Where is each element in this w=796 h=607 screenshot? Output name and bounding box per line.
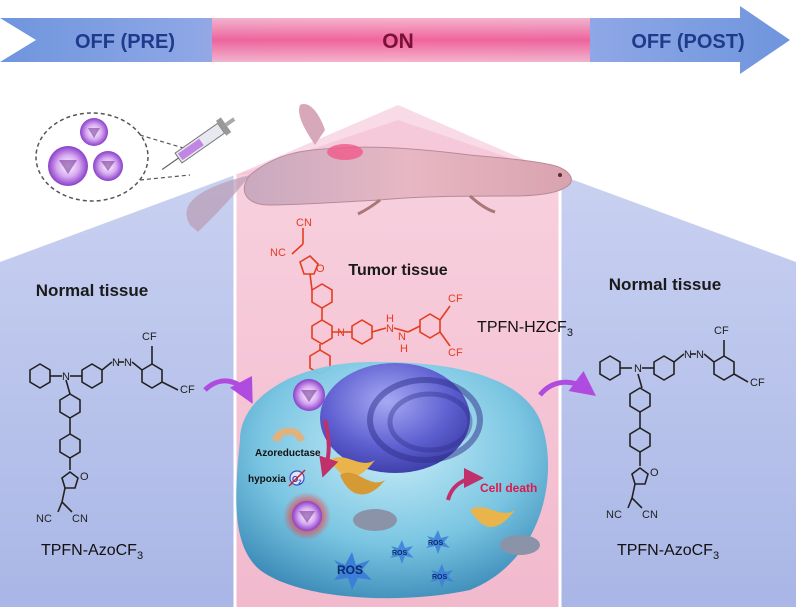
ros-burst-small-3: ROS [430, 564, 454, 588]
left-molecule-name: TPFN-AzoCF3 [41, 542, 143, 562]
left-molecule-labels: N N N CF CF O NC CN [36, 331, 195, 525]
svg-text:N: N [386, 323, 394, 335]
svg-text:NC: NC [36, 513, 52, 525]
tumor-molecule-labels: CN NC O N H N N H CF CF [270, 217, 463, 359]
cell-death-arrow [446, 468, 484, 501]
svg-text:CN: CN [72, 513, 88, 525]
svg-text:N: N [398, 331, 406, 343]
center-panel-title: Tumor tissue [348, 262, 447, 279]
svg-text:CF: CF [180, 384, 195, 396]
hypoxia-label: hypoxia [248, 474, 286, 485]
svg-text:N: N [124, 357, 132, 369]
svg-text:CF: CF [142, 331, 157, 343]
ros-burst-small: ROS [390, 540, 414, 564]
left-panel-bg [0, 175, 235, 607]
svg-text:NC: NC [606, 509, 622, 521]
svg-text:CF: CF [750, 377, 765, 389]
golgi-icon [330, 457, 375, 477]
left-molecule-structure [29, 346, 179, 513]
right-molecule-structure [599, 340, 749, 509]
svg-text:NC: NC [270, 247, 286, 259]
svg-text:O: O [650, 467, 659, 479]
svg-text:CF: CF [714, 325, 729, 337]
activation-arrow [319, 419, 339, 478]
svg-text:N: N [696, 349, 704, 361]
right-panel-title: Normal tissue [609, 275, 721, 294]
mitochondria-icon [353, 509, 397, 531]
timeline-off-post: OFF (POST) [631, 31, 744, 53]
ros-burst-small-2: ROS [426, 530, 450, 554]
right-panel-bg [560, 175, 796, 607]
arrow-to-cell [203, 375, 253, 404]
right-molecule-labels: N N N CF CF O NC CN [606, 325, 765, 521]
svg-text:H: H [400, 343, 408, 355]
svg-text:N: N [112, 357, 120, 369]
svg-text:O: O [80, 471, 89, 483]
svg-text:CN: CN [642, 509, 658, 521]
golgi-icon-2 [470, 507, 515, 527]
tumor-molecule-structure [291, 228, 451, 375]
timeline-off-pre: OFF (PRE) [75, 31, 175, 53]
svg-text:ROS: ROS [432, 574, 448, 581]
svg-text:N: N [634, 363, 642, 375]
tumor-cell-illustration: Azoreductase hypoxia O2 Cell death ROS R… [236, 361, 549, 599]
svg-text:O: O [316, 263, 325, 275]
ros-burst-large: ROS [334, 552, 372, 590]
timeline-arrow: OFF (PRE) ON OFF (POST) [0, 6, 790, 74]
mitochondria-icon-2 [500, 535, 540, 555]
nanoparticle-inset [35, 112, 191, 202]
svg-text:H: H [386, 313, 394, 325]
svg-text:N: N [62, 371, 70, 383]
cell-death-label: Cell death [480, 481, 537, 495]
svg-text:N: N [684, 349, 692, 361]
right-molecule-name: TPFN-AzoCF3 [617, 542, 719, 562]
tumor-molecule-name: TPFN-HZCF3 [477, 319, 573, 339]
svg-text:CN: CN [296, 217, 312, 229]
mouse-illustration [186, 104, 572, 232]
timeline-on: ON [382, 30, 414, 53]
arrow-to-right [538, 371, 597, 397]
left-panel-title: Normal tissue [36, 281, 148, 300]
svg-text:ROS: ROS [337, 563, 363, 577]
svg-text:ROS: ROS [428, 540, 444, 547]
svg-text:ROS: ROS [392, 550, 408, 557]
nucleus [320, 363, 470, 473]
svg-text:N: N [337, 327, 345, 339]
syringe-icon [161, 117, 236, 170]
azoreductase-enzyme-icon [272, 427, 305, 442]
azoreductase-label: Azoreductase [255, 448, 321, 459]
tumor-site [327, 144, 363, 160]
svg-text:CF: CF [448, 293, 463, 305]
svg-text:CF: CF [448, 347, 463, 359]
